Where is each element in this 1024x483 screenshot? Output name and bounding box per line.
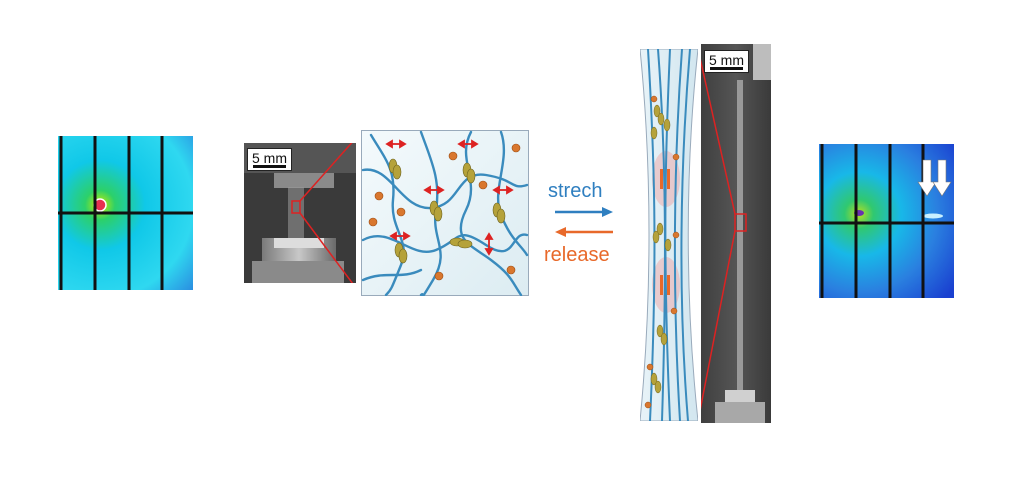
scale-bar-right: 5 mm: [704, 50, 749, 73]
stretch-label: strech: [548, 180, 603, 202]
release-label: release: [544, 244, 610, 266]
network-schematic-relaxed: [361, 130, 529, 296]
scale-bar-left-line: [253, 165, 286, 168]
sample-photo-stretched: [701, 44, 771, 423]
network-schematic-stretched: [640, 49, 698, 421]
stretch-arrow: [555, 207, 613, 217]
scale-bar-right-line: [710, 67, 743, 70]
scale-bar-left-label: 5 mm: [252, 150, 287, 166]
saxs-pattern-stretched: [819, 144, 954, 298]
saxs-pattern-unstretched: [58, 136, 193, 290]
scale-bar-right-label: 5 mm: [709, 52, 744, 68]
scale-bar-left: 5 mm: [247, 148, 292, 171]
release-arrow: [555, 227, 613, 237]
